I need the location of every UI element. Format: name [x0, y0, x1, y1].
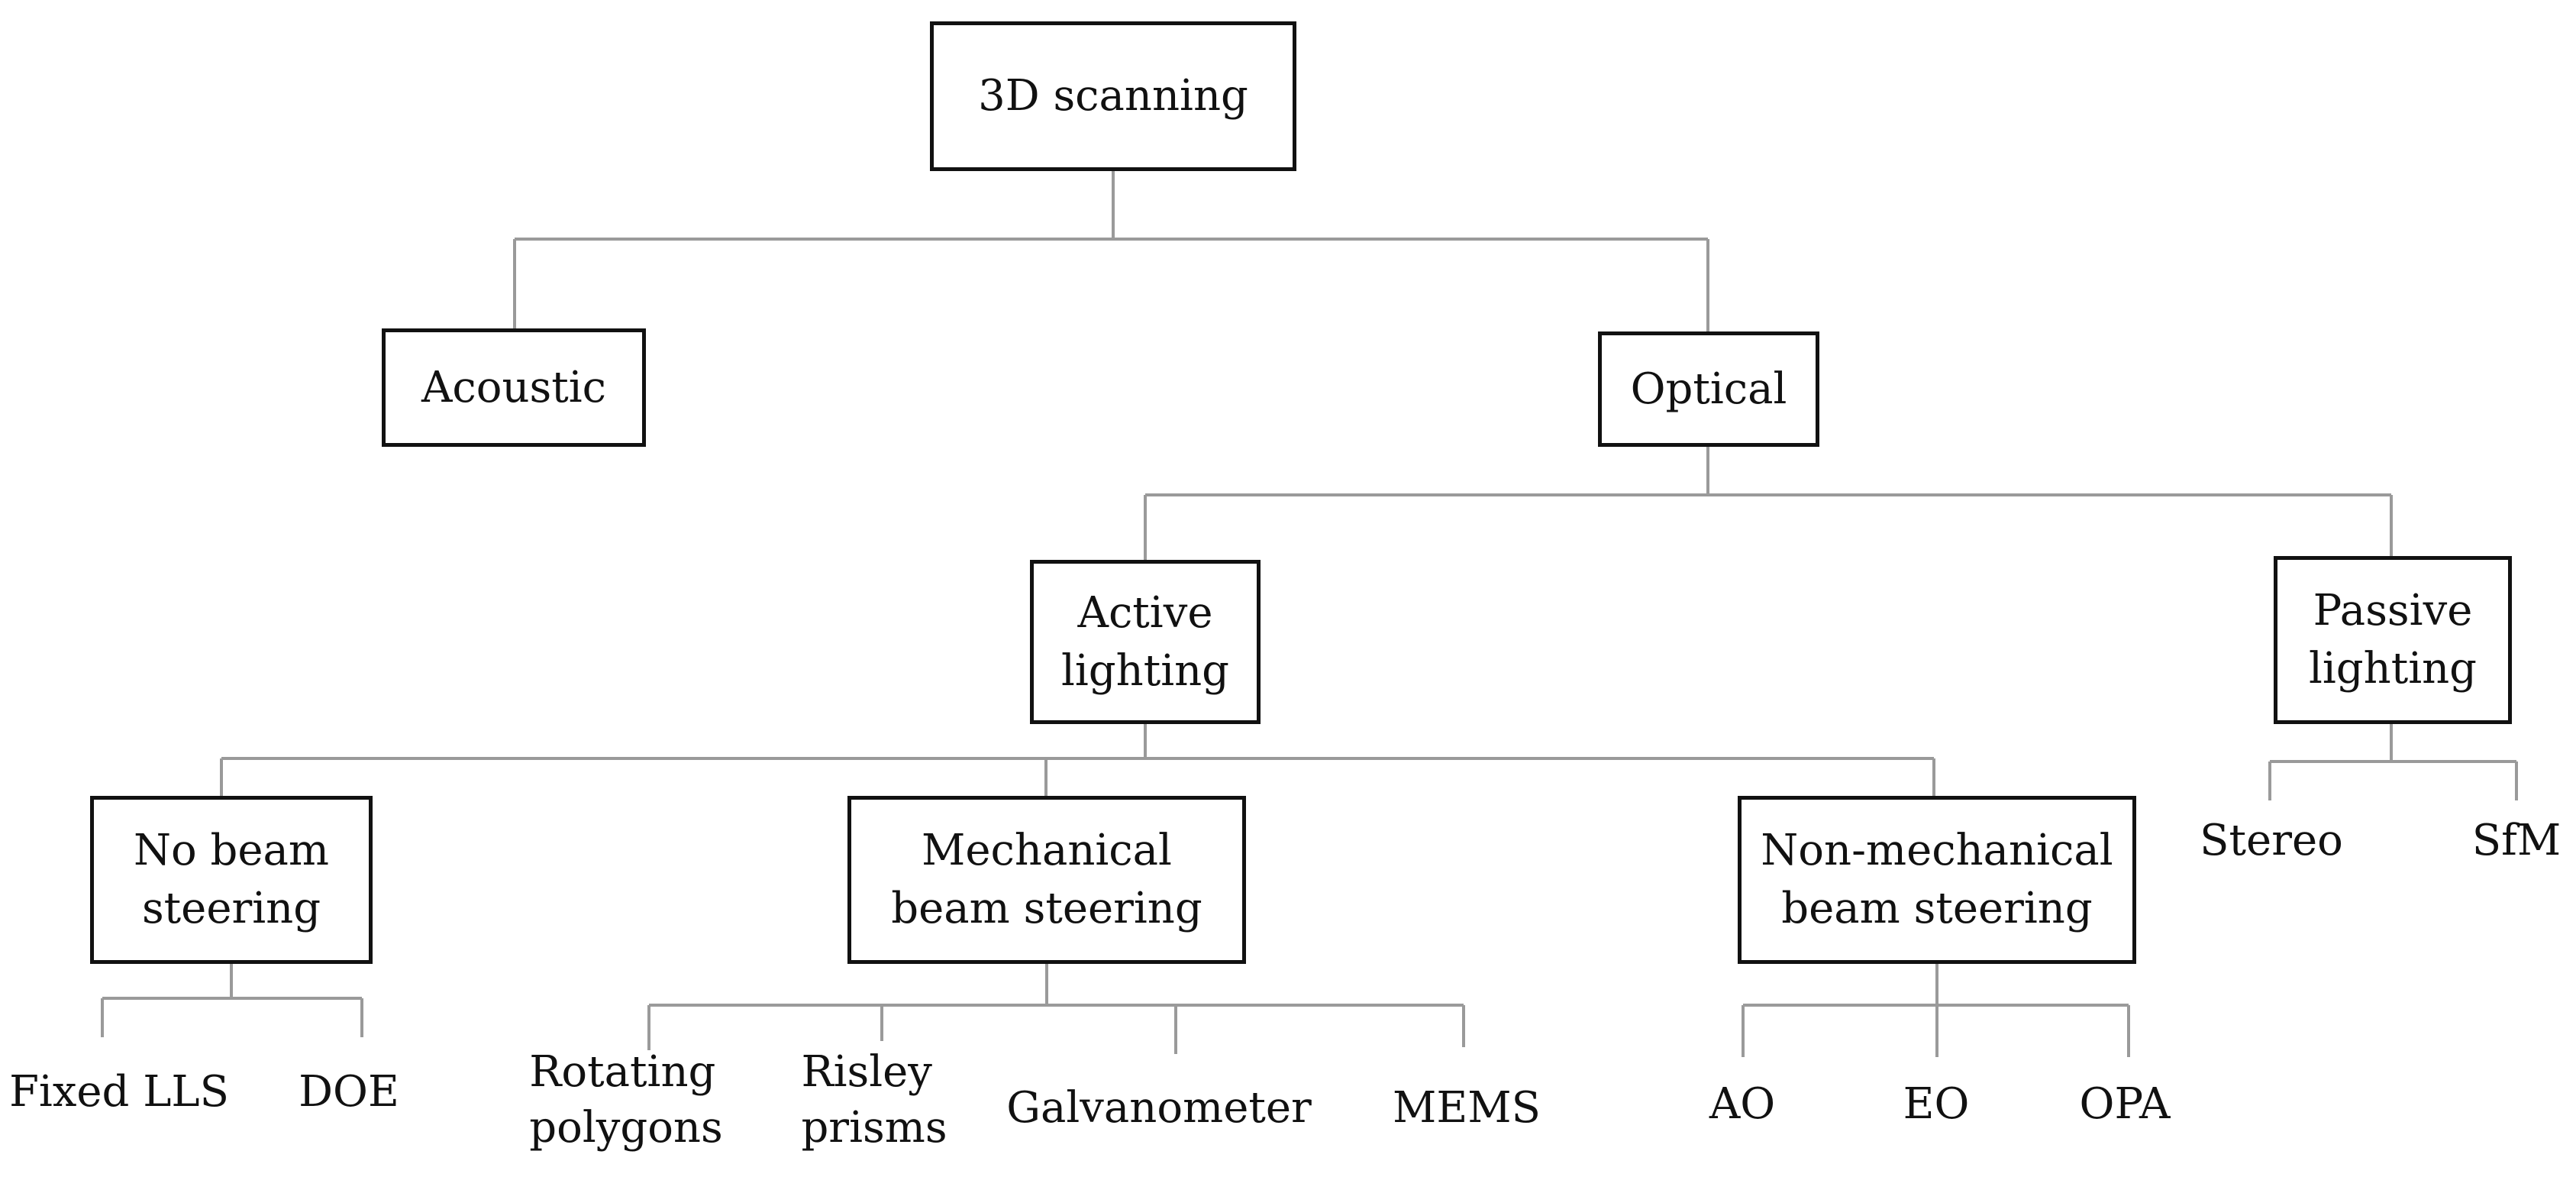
leaf-eo: EO: [1903, 1079, 1970, 1129]
node-mechanical-beam-steering: Mechanical beam steering: [847, 796, 1246, 964]
leaf-fixed-lls: Fixed LLS: [9, 1067, 229, 1117]
leaf-doe: DOE: [299, 1067, 399, 1117]
leaf-stereo: Stereo: [2200, 816, 2343, 865]
leaf-risley-prisms: Risley prisms: [801, 1047, 947, 1153]
leaf-rotating-polygons: Rotating polygons: [529, 1047, 723, 1153]
node-non-mechanical-beam-steering: Non-mechanical beam steering: [1738, 796, 2136, 964]
leaf-sfm: SfM: [2471, 816, 2561, 865]
leaf-opa: OPA: [2079, 1079, 2171, 1129]
leaf-galvanometer: Galvanometer: [1006, 1083, 1312, 1133]
node-passive-lighting: Passive lighting: [2274, 556, 2512, 724]
leaf-ao: AO: [1709, 1079, 1776, 1129]
node-no-beam-steering: No beam steering: [90, 796, 373, 964]
node-3d-scanning: 3D scanning: [930, 21, 1296, 171]
node-active-lighting: Active lighting: [1030, 560, 1261, 724]
node-optical: Optical: [1598, 331, 1819, 447]
leaf-mems: MEMS: [1393, 1083, 1541, 1133]
node-acoustic: Acoustic: [382, 328, 646, 447]
